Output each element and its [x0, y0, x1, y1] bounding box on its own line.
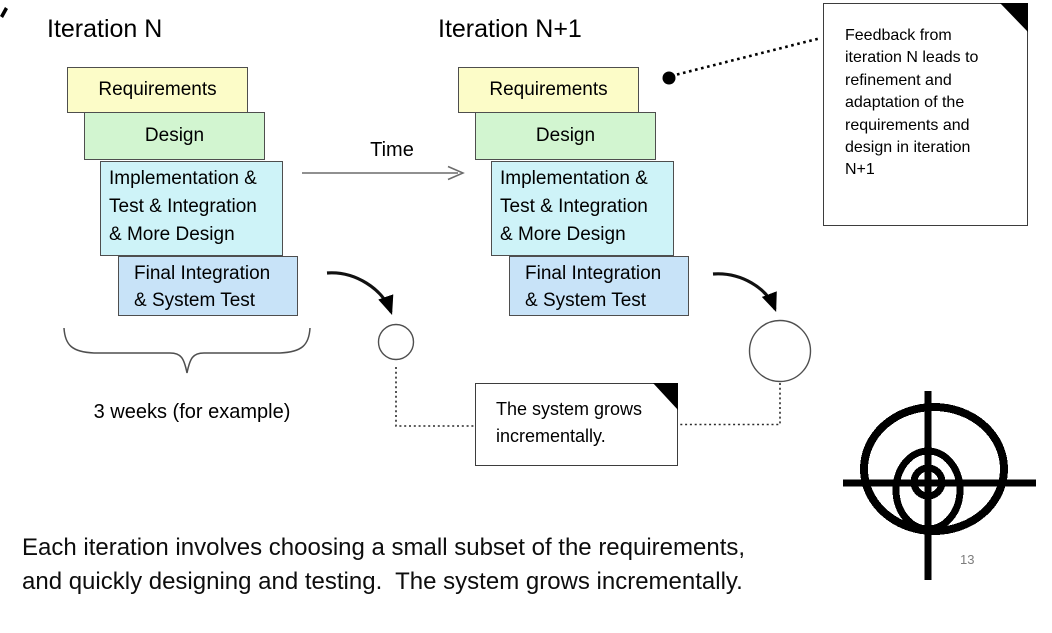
phase-box-final-integration: Final Integration & System Test — [118, 256, 298, 316]
iteration-n-title: Iteration N — [47, 15, 163, 43]
phase-box-label: Design — [144, 125, 205, 146]
phase-box-design: Design — [84, 112, 265, 160]
feedback-note: Feedback from iteration N leads to refin… — [823, 3, 1028, 226]
time-arrow — [302, 165, 465, 181]
system-circle-large — [748, 319, 812, 383]
edge-artifact — [0, 7, 8, 18]
phase-box-label: Design — [535, 125, 596, 146]
note-fold-icon — [653, 383, 678, 410]
iteration-n1-stack: Iteration N+1 Requirements Design Implem… — [391, 0, 721, 330]
slide-caption: Each iteration involves choosing a small… — [22, 534, 746, 595]
duration-brace — [63, 327, 311, 374]
growth-connector-left — [395, 367, 474, 427]
growth-note: The system grows incrementally. — [475, 383, 678, 466]
phase-box-implementation: Implementation & Test & Integration & Mo… — [491, 161, 674, 256]
system-circle-small — [377, 323, 415, 361]
phase-box-requirements: Requirements — [458, 67, 639, 113]
iteration-n-stack: Iteration N Requirements Design Implemen… — [0, 0, 330, 330]
phase-box-final-integration: Final Integration & System Test — [509, 256, 689, 316]
phase-box-label: Requirements — [98, 79, 217, 100]
note-fold-icon — [1000, 3, 1028, 32]
time-label: Time — [370, 139, 414, 161]
feedback-note-text: Feedback from iteration N leads to refin… — [845, 27, 979, 179]
iteration-n1-output-arrow — [712, 272, 777, 312]
phase-box-implementation: Implementation & Test & Integration & Mo… — [100, 161, 283, 256]
iteration-n-output-arrow — [326, 271, 394, 316]
growth-connector-right — [678, 383, 781, 426]
connector-dot-icon — [662, 71, 676, 85]
phase-box-requirements: Requirements — [67, 67, 248, 113]
phase-box-design: Design — [475, 112, 656, 160]
page-number: 13 — [960, 552, 975, 567]
iteration-n1-title: Iteration N+1 — [438, 15, 582, 43]
crosshair-logo-icon — [843, 391, 1036, 580]
phase-box-label: Requirements — [489, 79, 608, 100]
duration-label: 3 weeks (for example) — [93, 401, 291, 423]
feedback-connector — [662, 36, 822, 85]
growth-note-text: The system grows incrementally. — [496, 399, 643, 446]
